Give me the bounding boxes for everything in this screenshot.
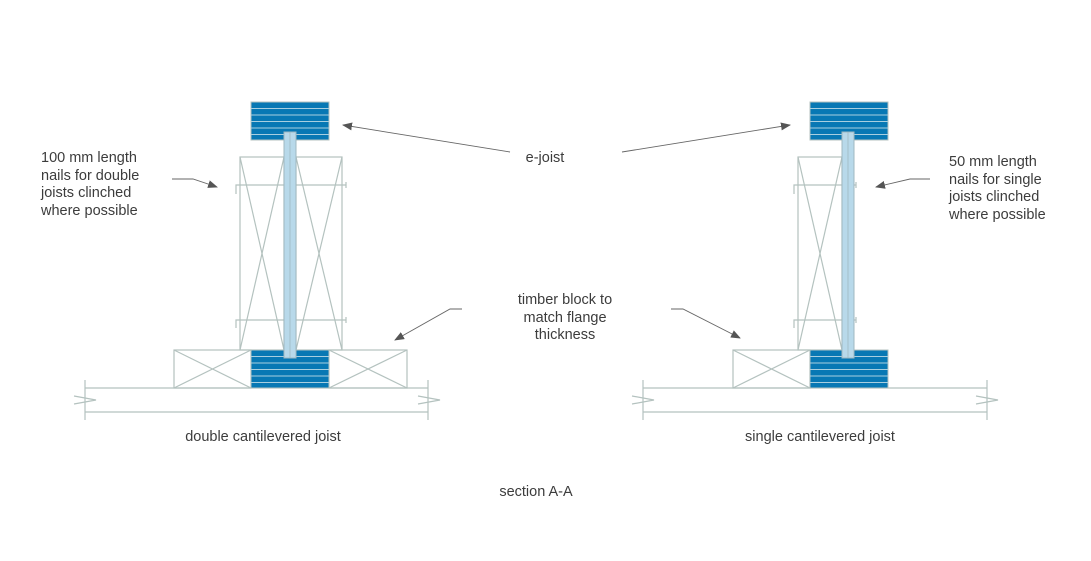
left-bottom-block [173,349,252,389]
left-e-joist [250,101,330,389]
leader-timber-block-right [671,308,741,339]
leader-nails-single [875,178,930,189]
single-timber-filler [797,156,843,351]
right-web [841,131,855,359]
nails-double-label: 100 mm length nails for double joists cl… [41,150,140,219]
leader-timber-block-left [394,308,462,341]
right-e-joist [809,101,889,389]
single-nail-bottom [793,317,857,328]
nail-bottom [235,317,347,328]
double-caption: double cantilevered joist [185,429,341,445]
leader-e-joist-left [342,122,511,153]
single-bottom-block [732,349,811,389]
nail-top [235,182,347,194]
left-bottom-flange [250,349,330,389]
e-joist-label: e-joist [525,150,565,166]
nails-single-label: 50 mm length nails for single joists cli… [949,154,1046,223]
leader-nails-double [172,178,218,188]
left-web [283,131,297,359]
leader-e-joist-right [621,122,791,153]
right-timber-filler [295,156,343,351]
single-caption: single cantilevered joist [745,429,895,445]
section-title: section A-A [499,484,573,500]
right-bottom-block [328,349,408,389]
left-timber-filler [239,156,285,351]
single-nail-top [793,182,857,194]
timber-block-label: timber block to match flange thickness [517,292,613,343]
